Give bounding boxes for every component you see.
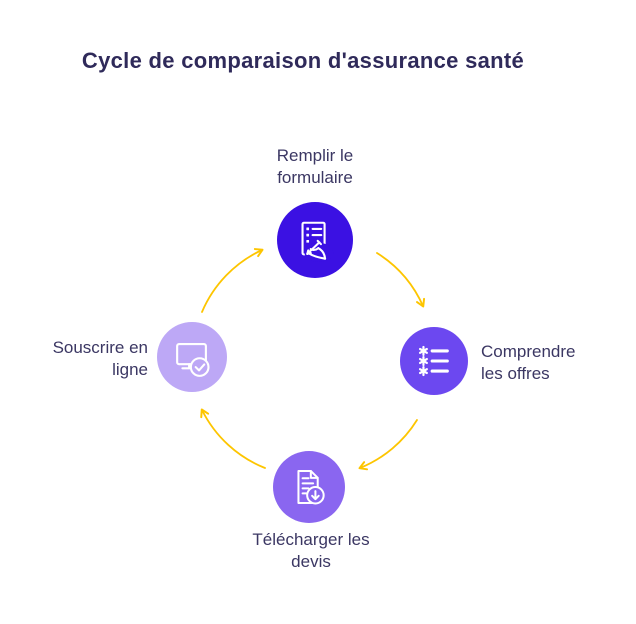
arrow-bottom-to-left-icon <box>200 408 266 469</box>
arrow-top-to-right-icon <box>376 252 426 308</box>
arrow-right-to-bottom-icon <box>358 419 418 471</box>
label-line: les offres <box>481 363 550 383</box>
label-remplir-le-formulaire: Remplir le formulaire <box>242 145 388 188</box>
download-quotes-icon <box>297 469 325 505</box>
label-line: formulaire <box>277 167 353 187</box>
diagram-title: Cycle de comparaison d'assurance santé <box>81 48 525 73</box>
label-line: Comprendre <box>481 342 576 361</box>
form-signing-icon <box>301 221 334 263</box>
label-comprendre-les-offres: Comprendre les offres <box>481 341 611 384</box>
label-line: Remplir le <box>276 146 354 165</box>
cycle-node-remplir-formulaire <box>277 202 353 278</box>
label-souscrire-en-ligne: Souscrire en ligne <box>8 337 148 380</box>
arrow-left-to-top-icon <box>201 248 264 313</box>
subscribe-online-icon <box>176 343 210 377</box>
label-line: Souscrire en <box>52 338 148 357</box>
cycle-node-souscrire-ligne <box>157 322 227 392</box>
label-line: devis <box>291 551 331 571</box>
offers-list-icon <box>418 345 449 377</box>
cycle-node-comprendre-offres <box>400 327 468 395</box>
label-telecharger-les-devis: Télécharger les devis <box>226 529 396 572</box>
label-line: ligne <box>112 359 148 379</box>
label-line: Télécharger les <box>252 530 370 549</box>
cycle-node-telecharger-devis <box>273 451 345 523</box>
